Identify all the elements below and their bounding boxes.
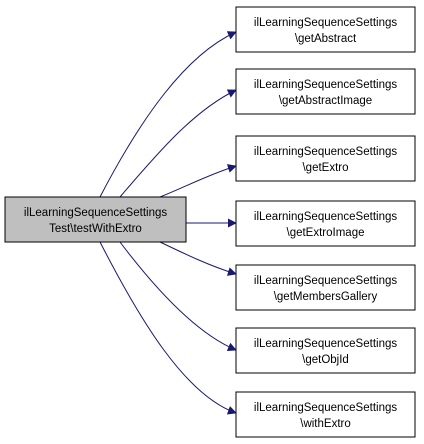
source-node[interactable]: ilLearningSequenceSettings Test\testWith… bbox=[4, 196, 187, 243]
target-node-getmembersgallery[interactable]: ilLearningSequenceSettings \getMembersGa… bbox=[235, 264, 416, 311]
target-node-box bbox=[235, 68, 416, 115]
target-node-label-line1: ilLearningSequenceSettings bbox=[254, 211, 397, 223]
target-node-label-line1: ilLearningSequenceSettings bbox=[254, 146, 397, 158]
target-node-label-line2: \withExtro bbox=[300, 418, 351, 430]
target-node-box bbox=[235, 327, 416, 374]
target-node-withextro[interactable]: ilLearningSequenceSettings \withExtro bbox=[235, 391, 416, 438]
target-node-label-line2: \getExtroImage bbox=[287, 227, 365, 239]
edge-to-getextro bbox=[159, 164, 237, 198]
target-node-label-line2: \getMembersGallery bbox=[274, 291, 378, 303]
edge-to-getmembersgallery bbox=[159, 241, 237, 276]
target-node-getobjid[interactable]: ilLearningSequenceSettings \getObjId bbox=[235, 327, 416, 374]
edges bbox=[99, 31, 237, 415]
edge-to-getobjid bbox=[119, 241, 237, 352]
target-node-box bbox=[235, 135, 416, 182]
target-node-box bbox=[235, 264, 416, 311]
target-node-label-line2: \getExtro bbox=[302, 162, 348, 174]
target-node-getabstract[interactable]: ilLearningSequenceSettings \getAbstract bbox=[235, 6, 416, 53]
target-node-label-line2: \getAbstractImage bbox=[279, 95, 372, 107]
edge-to-getabstract bbox=[99, 31, 237, 198]
target-node-getabstractimage[interactable]: ilLearningSequenceSettings \getAbstractI… bbox=[235, 68, 416, 115]
target-node-label-line1: ilLearningSequenceSettings bbox=[254, 17, 397, 29]
source-node-label-line2: Test\testWithExtro bbox=[49, 223, 142, 235]
target-node-getextro[interactable]: ilLearningSequenceSettings \getExtro bbox=[235, 135, 416, 182]
target-node-label-line1: ilLearningSequenceSettings bbox=[254, 402, 397, 414]
target-node-box bbox=[235, 200, 416, 247]
target-node-label-line2: \getObjId bbox=[302, 354, 349, 366]
target-node-box bbox=[235, 391, 416, 438]
target-node-label-line1: ilLearningSequenceSettings bbox=[254, 79, 397, 91]
edge-to-withextro bbox=[99, 241, 237, 415]
edge-to-getabstractimage bbox=[119, 89, 237, 198]
target-node-label-line2: \getAbstract bbox=[295, 33, 357, 45]
target-node-box bbox=[235, 6, 416, 53]
target-node-label-line1: ilLearningSequenceSettings bbox=[254, 338, 397, 350]
source-node-box bbox=[4, 196, 187, 243]
target-node-label-line1: ilLearningSequenceSettings bbox=[254, 275, 397, 287]
target-node-getextroimage[interactable]: ilLearningSequenceSettings \getExtroImag… bbox=[235, 200, 416, 247]
source-node-label-line1: ilLearningSequenceSettings bbox=[24, 207, 167, 219]
